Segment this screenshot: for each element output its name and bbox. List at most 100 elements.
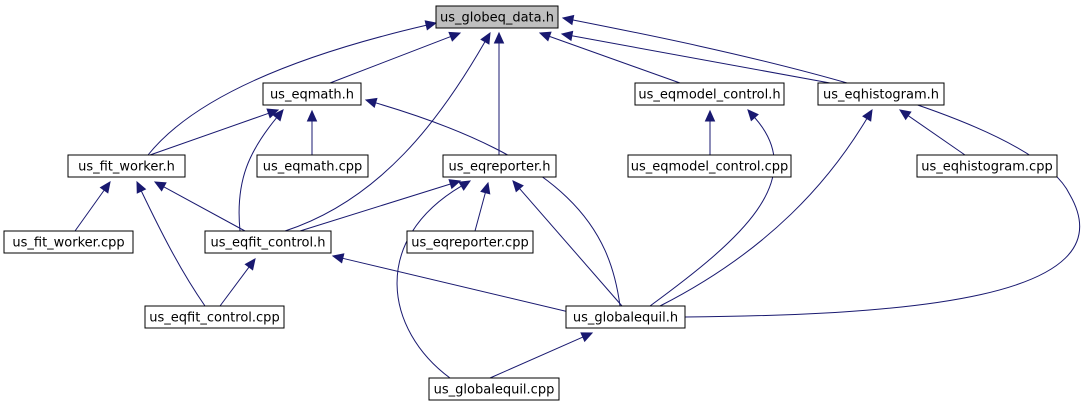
node-label: us_eqreporter.cpp (411, 236, 528, 251)
arrowhead-icon (364, 97, 378, 109)
node-us_globeq_data_h[interactable]: us_globeq_data.h (435, 5, 559, 29)
node-box (3, 230, 134, 254)
edge-line (147, 24, 427, 156)
edge-line (238, 117, 278, 232)
edge-us_eqmodel_control_h-to-us_globeq_data_h (538, 31, 681, 84)
edge-line (219, 266, 250, 307)
arrowhead-icon (244, 258, 256, 271)
edge-us_globalequil_cpp-to-us_eqreporter_h (396, 180, 472, 379)
arrowhead-icon (331, 253, 345, 264)
edge-us_eqhistogram_h-to-us_globeq_data_h (560, 30, 831, 84)
edge-line (299, 183, 451, 232)
node-label: us_eqmath.cpp (263, 160, 363, 175)
edge-us_fit_worker_h-to-us_eqmath_h (149, 108, 280, 156)
node-us_eqhistogram_cpp[interactable]: us_eqhistogram.cpp (916, 154, 1058, 178)
node-label: us_globalequil.h (573, 311, 678, 326)
edge-line (474, 192, 486, 232)
node-us_fit_worker_h[interactable]: us_fit_worker.h (67, 154, 186, 178)
node-label: us_eqhistogram.h (823, 88, 939, 103)
node-us_eqreporter_cpp[interactable]: us_eqreporter.cpp (406, 230, 534, 254)
node-us_globalequil_h[interactable]: us_globalequil.h (565, 305, 686, 329)
node-us_eqmodel_control_h[interactable]: us_eqmodel_control.h (634, 82, 785, 106)
edge-us_eqfit_control_cpp-to-us_fit_worker_h (136, 180, 206, 307)
node-us_eqhistogram_h[interactable]: us_eqhistogram.h (817, 82, 945, 106)
node-box (435, 5, 559, 29)
node-box (634, 82, 785, 106)
arrowhead-icon (272, 109, 284, 122)
arrowhead-icon (538, 31, 552, 42)
node-us_eqmodel_control_cpp[interactable]: us_eqmodel_control.cpp (627, 154, 792, 178)
arrowhead-icon (448, 31, 462, 42)
node-us_globalequil_cpp[interactable]: us_globalequil.cpp (428, 377, 560, 401)
edge-us_globalequil_h-to-us_eqhistogram_h (659, 108, 873, 307)
node-us_eqfit_control_cpp[interactable]: us_eqfit_control.cpp (144, 305, 285, 329)
arrowhead-icon (561, 14, 575, 26)
edge-line (659, 118, 868, 307)
edge-line (549, 35, 681, 84)
node-box (428, 377, 560, 401)
arrowhead-icon (580, 332, 594, 343)
edge-line (571, 35, 831, 84)
edge-line (572, 19, 1081, 318)
edge-us_fit_worker_cpp-to-us_fit_worker_h (74, 181, 111, 232)
node-box (262, 82, 362, 106)
arrowhead-icon (747, 109, 759, 122)
edge-us_globalequil_cpp-to-us_globalequil_h (489, 332, 594, 379)
edge-line (74, 189, 105, 232)
edge-us_eqfit_control_h-to-us_eqreporter_h (299, 179, 462, 232)
edge-us_eqfit_control_cpp-to-us_eqfit_control_h (219, 258, 256, 307)
node-box (406, 230, 534, 254)
node-box (817, 82, 945, 106)
node-label: us_globalequil.cpp (434, 383, 555, 398)
node-box (627, 154, 792, 178)
edge-us_eqreporter_cpp-to-us_eqreporter_h (474, 181, 491, 232)
node-box (916, 154, 1058, 178)
node-box (144, 305, 285, 329)
node-label: us_eqmath.h (270, 88, 354, 103)
arrowhead-icon (99, 181, 111, 194)
node-box (204, 230, 332, 254)
node-us_fit_worker_cpp[interactable]: us_fit_worker.cpp (3, 230, 134, 254)
arrowhead-icon (480, 181, 491, 195)
arrowhead-icon (560, 30, 574, 42)
node-label: us_globeq_data.h (440, 11, 554, 26)
edge-us_globalequil_h-to-us_eqmodel_control_h (649, 109, 775, 307)
edge-line (329, 36, 451, 84)
node-us_eqmath_cpp[interactable]: us_eqmath.cpp (256, 154, 369, 178)
node-us_eqfit_control_h[interactable]: us_eqfit_control.h (204, 230, 332, 254)
edge-line (519, 188, 623, 307)
edge-us_eqfit_control_h-to-us_fit_worker_h (153, 181, 246, 232)
arrowhead-icon (266, 108, 280, 119)
arrowhead-icon (306, 109, 318, 122)
nodes-layer: us_globeq_data.h us_eqmath.h us_eqmodel_co… (3, 5, 1058, 401)
edge-us_eqmath_h-to-us_globeq_data_h (329, 31, 462, 84)
arrowhead-icon (424, 20, 438, 31)
edge-us_globalequil_h-to-us_eqfit_control_h (331, 253, 591, 318)
edge-line (163, 186, 246, 232)
edge-us_eqreporter_h-to-us_globeq_data_h (493, 31, 505, 155)
node-label: us_eqfit_control.h (211, 236, 326, 251)
edge-line (375, 102, 621, 307)
node-label: us_eqmodel_control.cpp (631, 160, 789, 175)
node-box (67, 154, 186, 178)
arrowhead-icon (448, 179, 462, 190)
edge-us_eqfit_control_h-to-us_eqmath_h (238, 109, 284, 232)
edge-line (284, 41, 486, 232)
node-box (442, 154, 557, 178)
edge-us_eqfit_control_h-to-us_globeq_data_h (284, 31, 491, 232)
node-label: us_eqhistogram.cpp (921, 160, 1052, 175)
edge-line (649, 117, 775, 307)
edge-us_eqmath_cpp-to-us_eqmath_h (306, 109, 318, 155)
node-us_eqmath_h[interactable]: us_eqmath.h (262, 82, 362, 106)
arrowhead-icon (493, 31, 505, 44)
edge-line (149, 112, 269, 156)
node-label: us_fit_worker.h (78, 160, 175, 175)
edge-line (396, 185, 462, 379)
arrowhead-icon (458, 180, 472, 191)
arrowhead-icon (480, 31, 491, 45)
node-us_eqreporter_h[interactable]: us_eqreporter.h (442, 154, 557, 178)
edge-us_eqmodel_control_cpp-to-us_eqmodel_control_h (704, 109, 716, 155)
edge-us_eqhistogram_cpp-to-us_eqhistogram_h (898, 109, 966, 156)
edge-line (907, 115, 966, 156)
